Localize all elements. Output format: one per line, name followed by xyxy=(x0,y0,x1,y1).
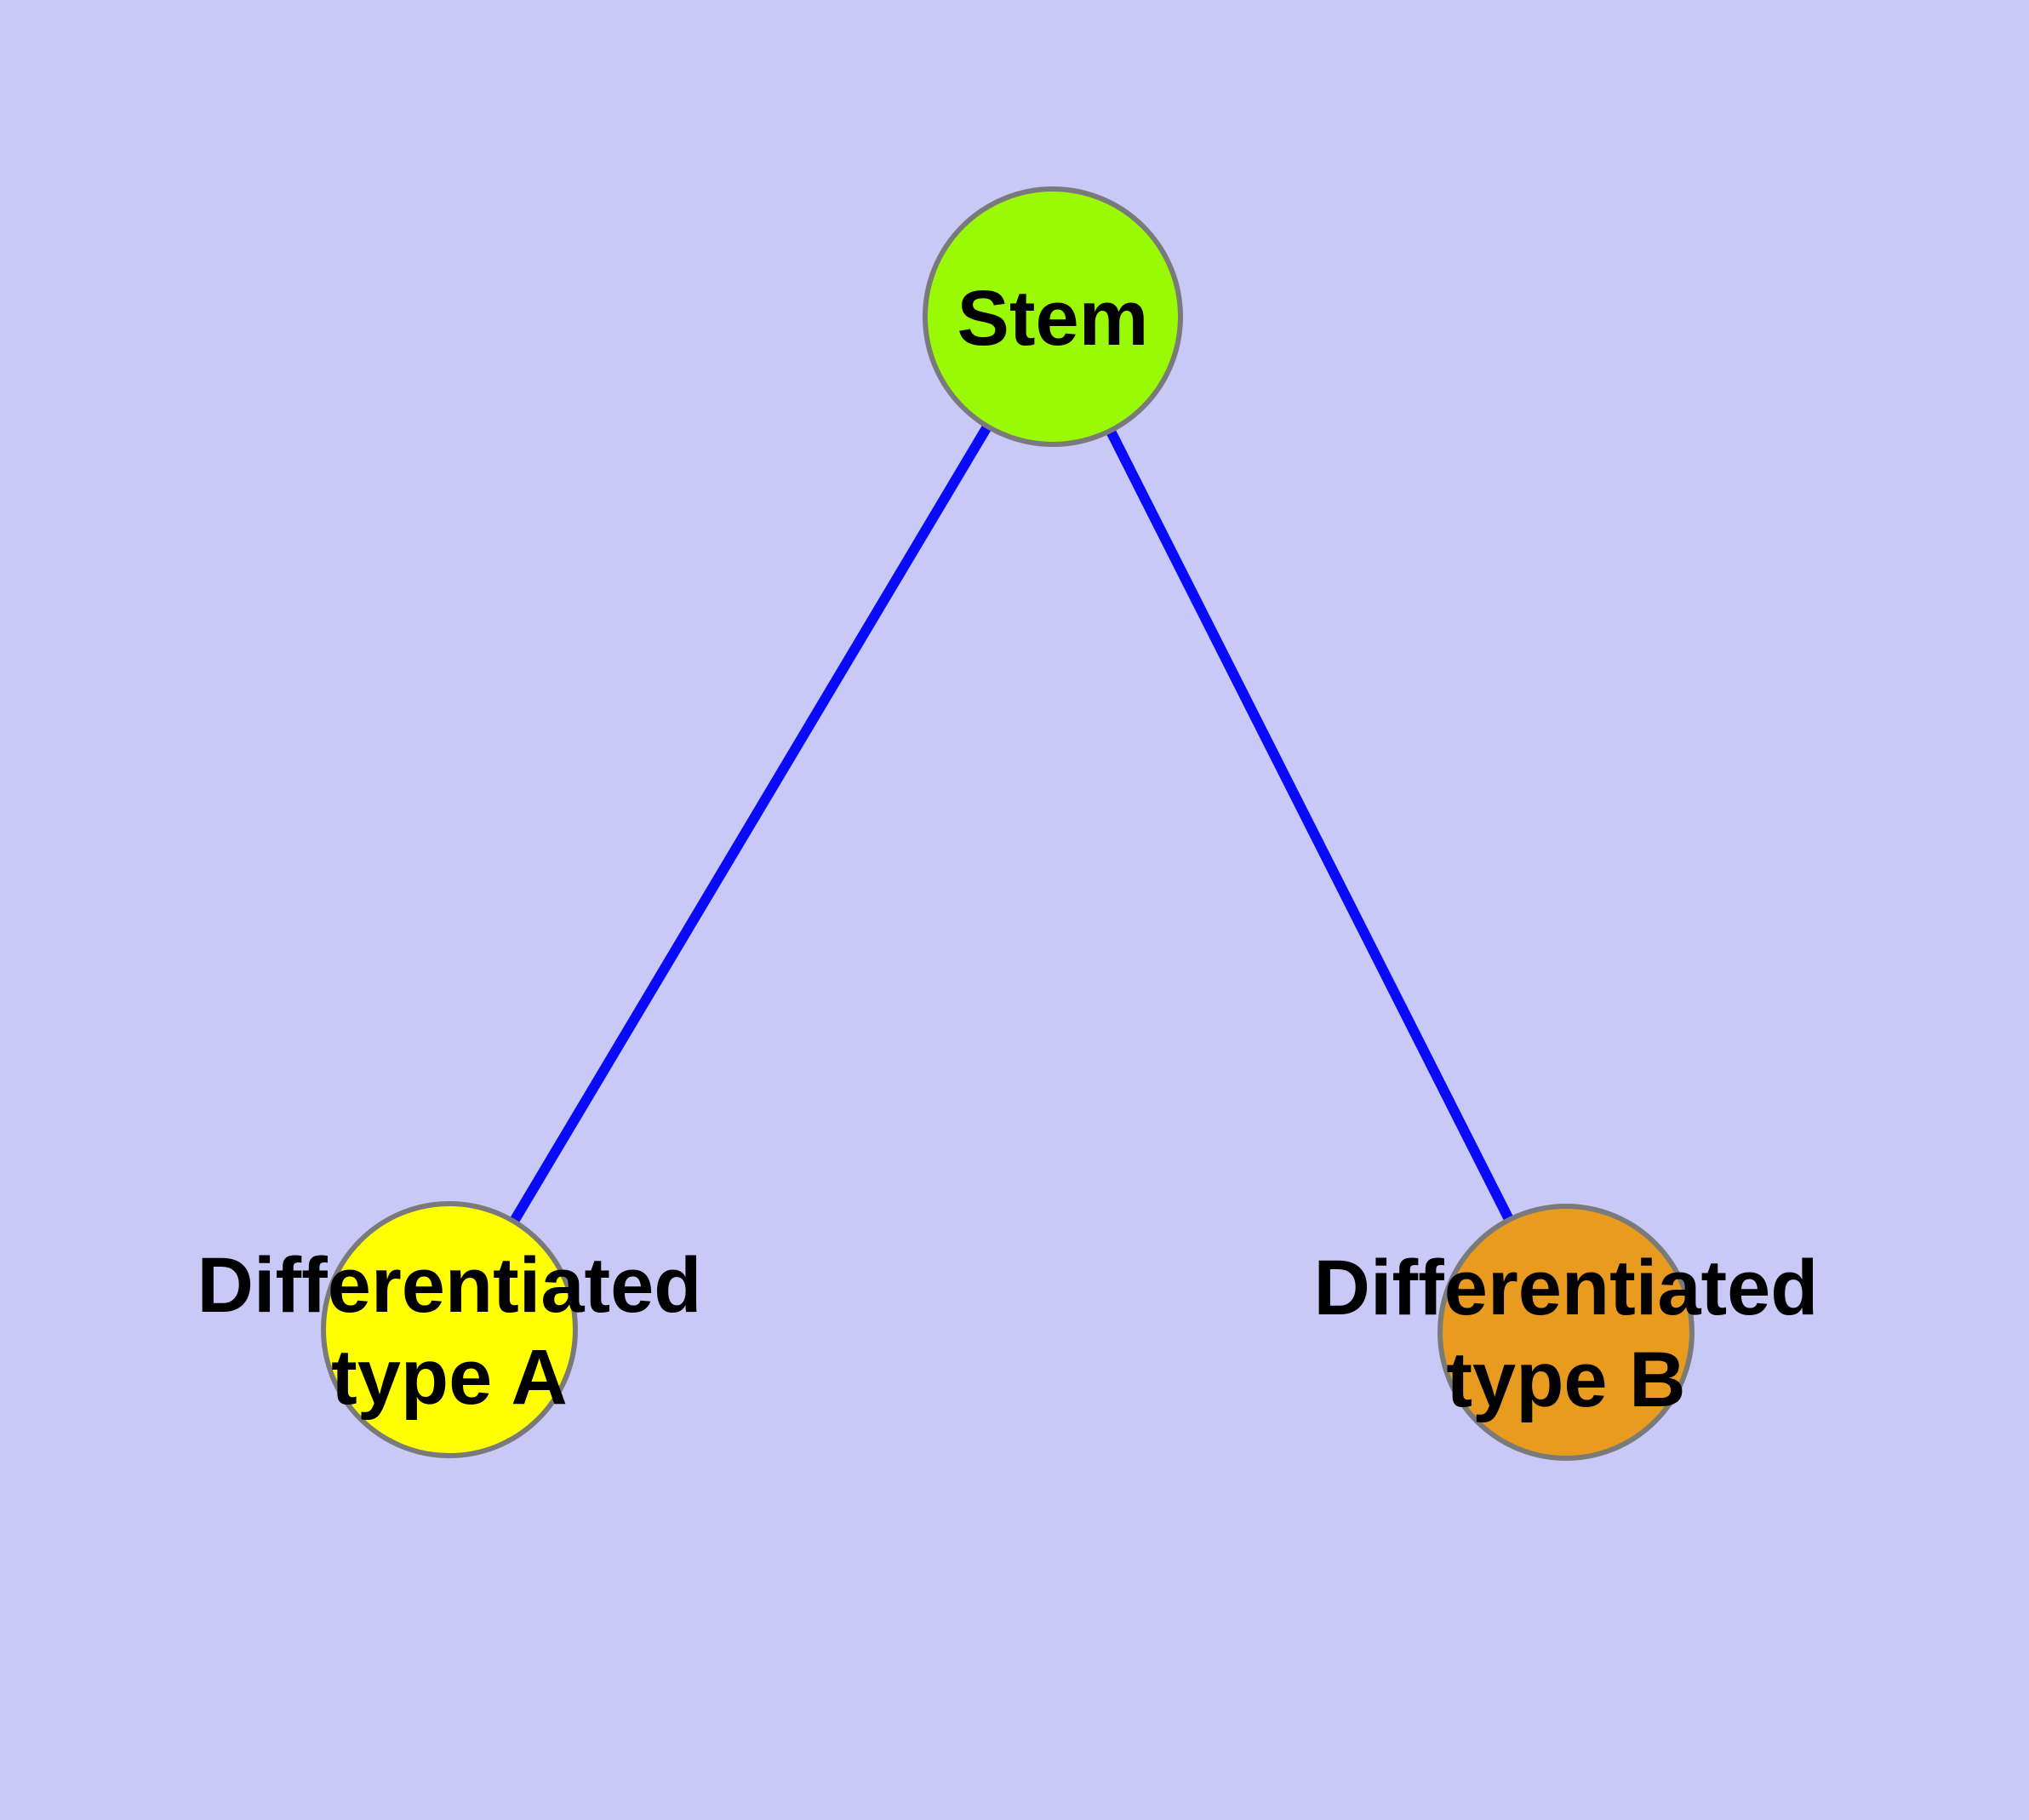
node-circle-differentiated-type-a xyxy=(321,1201,578,1458)
edge-stem-to-differentiated-type-b xyxy=(1048,314,1571,1335)
node-circle-differentiated-type-b xyxy=(1437,1204,1695,1461)
node-circle-stem xyxy=(923,186,1183,447)
edge-stem-to-differentiated-type-a xyxy=(444,313,1058,1333)
node-stem: Stem xyxy=(923,186,1183,447)
node-label-stem: Stem xyxy=(957,275,1149,362)
